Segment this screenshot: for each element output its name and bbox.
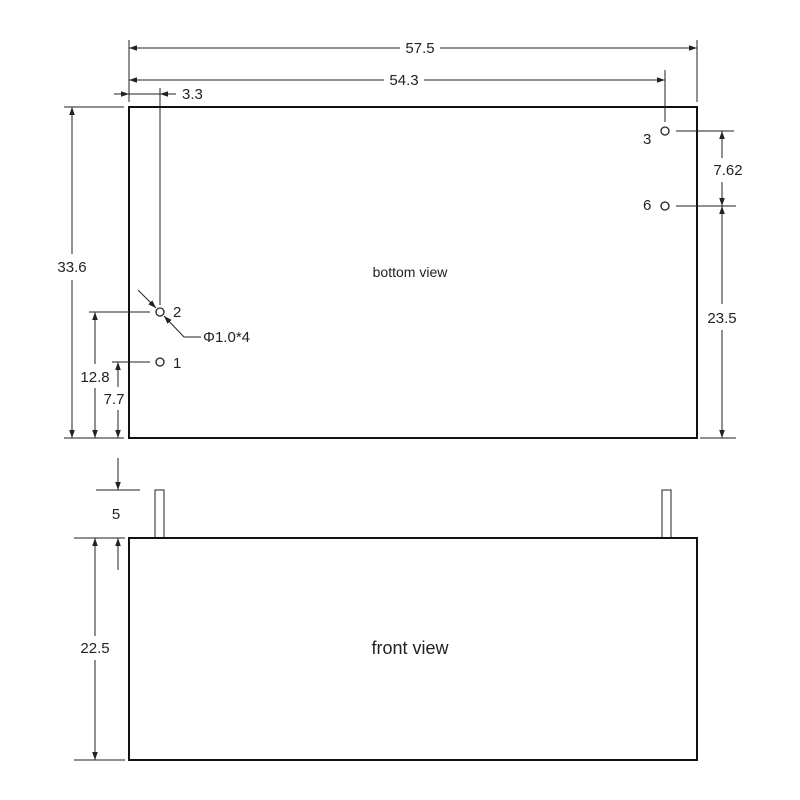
svg-text:Φ1.0*4: Φ1.0*4: [203, 329, 250, 346]
dim-pin-span: 54.3: [129, 70, 666, 122]
pin-2: 2: [155, 304, 181, 321]
bottom-view-label: bottom view: [373, 264, 449, 280]
svg-text:7.7: 7.7: [104, 391, 125, 408]
svg-text:5: 5: [112, 506, 120, 523]
dim-pin-offset: 3.3: [114, 86, 203, 305]
bottom-view-outline: [128, 106, 698, 439]
svg-text:23.5: 23.5: [707, 310, 736, 327]
pin-3: 3: [643, 126, 670, 148]
svg-text:22.5: 22.5: [80, 640, 109, 657]
hole-diameter-callout: Φ1.0*4: [137, 289, 250, 346]
dim-pin6-y: 23.5: [700, 206, 737, 439]
svg-text:2: 2: [173, 304, 181, 321]
front-pin-right: [661, 489, 672, 539]
front-pin-left: [154, 489, 165, 539]
dim-height: 22.5: [74, 537, 125, 761]
svg-text:54.3: 54.3: [389, 72, 418, 89]
svg-text:1: 1: [173, 355, 181, 372]
front-view-label: front view: [371, 638, 449, 658]
svg-text:3: 3: [643, 131, 651, 148]
dim-pin3-6-pitch: 7.62: [676, 130, 743, 207]
svg-text:7.62: 7.62: [713, 162, 742, 179]
dim-pin-length: 5: [96, 458, 140, 570]
svg-text:12.8: 12.8: [80, 369, 109, 386]
svg-text:3.3: 3.3: [182, 86, 203, 103]
dim-pin1-y: 7.7: [104, 361, 150, 438]
pin-1: 1: [155, 355, 181, 372]
pin-6: 6: [643, 197, 670, 214]
svg-text:57.5: 57.5: [405, 40, 434, 57]
front-view-outline: [128, 537, 698, 761]
svg-text:33.6: 33.6: [57, 259, 86, 276]
dim-pin2-y: 12.8: [80, 311, 150, 438]
dim-overall-length: 57.5: [128, 40, 698, 102]
dim-overall-width: 33.6: [57, 106, 124, 439]
svg-text:6: 6: [643, 197, 651, 214]
